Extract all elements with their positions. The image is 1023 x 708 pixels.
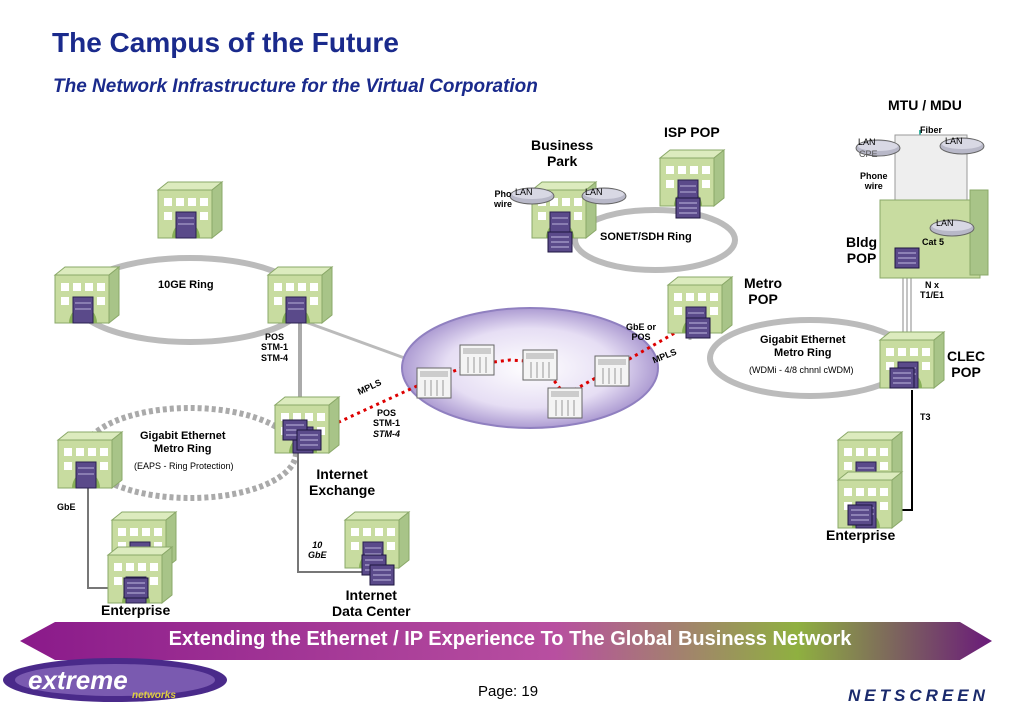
lan-mtu-2-label: LAN [945,136,963,146]
lan-mtu-3-label: LAN [936,218,954,228]
cpe-label: CPE [859,149,878,159]
isp-pop-label: ISP POP [664,124,720,140]
page-number: Page: 19 [478,683,539,700]
lan-mtu-1-label: LAN [858,137,876,147]
sonet-ring [572,207,738,273]
networks-logo-text: networks [132,690,176,701]
ring-10ge-label: 10GE Ring [158,279,214,291]
extreme-networks-logo [3,658,227,702]
mtu-building [879,134,989,279]
gbe-left-label: GbE [57,502,76,512]
enterprise-right-label: Enterprise [826,527,896,543]
lan-bp-1-label: LAN [515,187,533,197]
extreme-logo-text: extreme [28,665,128,695]
page-title: The Campus of the Future [52,27,399,58]
cat5-label: Cat 5 [922,237,945,247]
page-subtitle: The Network Infrastructure for the Virtu… [53,76,538,97]
fiber-label: Fiber [920,125,943,135]
lan-bp-2-label: LAN [585,187,603,197]
t3-label: T3 [920,412,931,422]
wdm-label: (WDMi - 4/8 chnnl cWDM) [749,365,854,375]
eaps-label: (EAPS - Ring Protection) [134,461,234,471]
netscreen-logo: NETSCREEN [848,686,989,705]
sonet-ring-label: SONET/SDH Ring [600,231,692,243]
mtu-mdu-label: MTU / MDU [888,97,962,113]
banner-text: Extending the Ethernet / IP Experience T… [168,628,852,650]
footer-banner [20,622,992,660]
enterprise-left-label: Enterprise [101,602,171,618]
